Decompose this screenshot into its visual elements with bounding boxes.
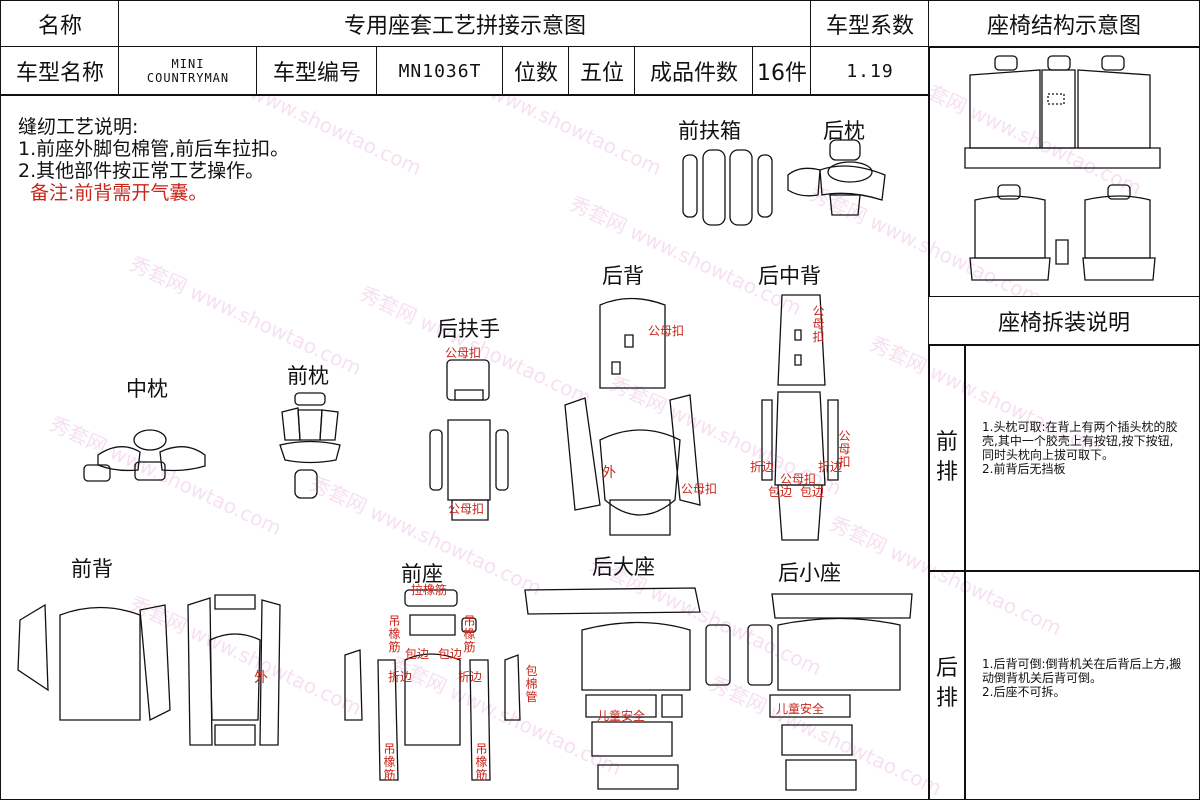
structure-title-cell: 座椅结构示意图	[928, 0, 1200, 48]
model-name-label-cell: 车型名称	[0, 46, 120, 96]
label-rear-middle-back: 后中背	[758, 264, 821, 288]
rear-big-seat-pieces	[525, 588, 730, 789]
front-row-label: 前排	[935, 430, 958, 485]
name-label-cell: 名称	[0, 0, 120, 48]
ann-outer-front-back: 外	[254, 670, 268, 686]
model-coef-label: 车型系数	[825, 14, 914, 39]
sewing-notes: 缝纫工艺说明: 1.前座外脚包棉管,前后车拉扣。 2.其他部件按正常工艺操作。 …	[18, 116, 289, 204]
name-label: 名称	[37, 14, 82, 39]
label-front-armrest-box: 前扶箱	[678, 119, 741, 143]
ann-fold-rear-middle-left: 折边	[750, 460, 775, 474]
rear-small-seat-pieces	[748, 594, 912, 790]
ann-wrap-rear-middle-left: 包边	[768, 485, 793, 499]
sewing-notes-heading: 缝纫工艺说明:	[18, 116, 139, 138]
label-rear-back: 后背	[602, 264, 644, 288]
pieces-value: 16件	[757, 61, 807, 86]
disassembly-title: 座椅拆装说明	[997, 311, 1130, 336]
pieces-value-cell: 16件	[752, 46, 812, 96]
model-code-label-cell: 车型编号	[256, 46, 378, 96]
ann-wrap-front-seat-left: 包边	[405, 647, 430, 661]
ann-wrap-foam-tube: 包棉管	[525, 664, 538, 704]
seats-value-cell: 五位	[568, 46, 636, 96]
ann-snap-rear-back: 公母扣	[648, 324, 685, 338]
label-rear-headrest: 后枕	[823, 119, 865, 143]
front-headrest-pieces	[280, 393, 340, 498]
rear-armrest-pieces	[430, 360, 508, 520]
ann-outer-rear-back: 外	[602, 465, 616, 481]
model-name-label: 车型名称	[15, 61, 104, 86]
model-name-value-line2: COUNTRYMAN	[146, 71, 230, 85]
ann-pull-rubber-front-seat: 拉橡筋	[411, 583, 448, 597]
ann-hang-rubber-left: 吊橡筋	[388, 614, 401, 654]
ann-child-safety-big-seat: 儿童安全	[597, 709, 646, 723]
sewing-notes-line2: 2.其他部件按正常工艺操作。	[18, 160, 265, 182]
model-code-value-cell: MN1036T	[376, 46, 504, 96]
seat-structure-thumbnail	[965, 56, 1160, 280]
ann-hang-rubber-bottom-right: 吊橡筋	[475, 742, 488, 782]
model-code-label: 车型编号	[272, 61, 361, 86]
front-armrest-box-pieces	[683, 150, 772, 225]
label-middle-headrest: 中枕	[126, 377, 168, 401]
rear-back-pieces	[565, 299, 700, 536]
model-coef-label-cell: 车型系数	[810, 0, 930, 48]
pieces-label-cell: 成品件数	[634, 46, 754, 96]
pieces-label: 成品件数	[649, 61, 738, 86]
model-name-value-cell: MINI COUNTRYMAN	[118, 46, 258, 96]
ann-snap-rear-middle-back-side: 公母扣	[838, 429, 851, 469]
ann-snap-rear-middle-back: 公母扣	[812, 304, 825, 344]
coefficient-value-cell: 1.19	[810, 46, 930, 96]
diagram-title: 专用座套工艺拼接示意图	[343, 14, 586, 39]
ann-fold-front-seat-left: 折边	[388, 670, 413, 684]
ann-fold-rear-middle-right: 折边	[818, 460, 843, 474]
disassembly-title-cell: 座椅拆装说明	[928, 296, 1200, 346]
label-front-seat: 前座	[401, 562, 443, 586]
coefficient-value: 1.19	[846, 60, 894, 82]
front-back-pieces	[18, 595, 280, 745]
rear-middle-back-pieces	[762, 295, 838, 540]
structure-title: 座椅结构示意图	[986, 14, 1141, 39]
label-rear-armrest: 后扶手	[437, 317, 500, 341]
label-front-back: 前背	[71, 557, 113, 581]
ann-snap-rear-armrest-bottom: 公母扣	[448, 502, 485, 516]
seats-label: 位数	[513, 61, 558, 86]
ann-wrap-rear-middle-right: 包边	[800, 485, 825, 499]
label-rear-small-seat: 后小座	[778, 561, 841, 585]
ann-snap-rear-armrest-top: 公母扣	[445, 346, 482, 360]
label-rear-big-seat: 后大座	[592, 555, 655, 579]
ann-fold-front-seat-right: 折边	[458, 670, 483, 684]
ann-snap-rear-back-lower: 公母扣	[681, 482, 718, 496]
model-code-value: MN1036T	[398, 60, 482, 82]
middle-headrest-pieces	[84, 430, 205, 481]
label-front-headrest: 前枕	[287, 364, 329, 388]
ann-wrap-front-seat-right: 包边	[438, 647, 463, 661]
front-row-label-cell	[928, 344, 966, 572]
rear-row-label: 后排	[935, 656, 958, 711]
front-row-text: 1.头枕可取:在背上有两个插头枕的胶壳,其中一个胶壳上有按钮,按下按钮,同时头枕…	[982, 420, 1178, 476]
ann-hang-rubber-bottom-left: 吊橡筋	[383, 742, 396, 782]
sewing-notes-remark: 备注:前背需开气囊。	[30, 182, 208, 204]
model-name-value-line1: MINI	[171, 57, 205, 71]
sewing-notes-line1: 1.前座外脚包棉管,前后车拉扣。	[18, 138, 290, 160]
rear-headrest-pieces	[788, 140, 885, 215]
seats-label-cell: 位数	[502, 46, 570, 96]
seats-value: 五位	[579, 61, 624, 86]
ann-hang-rubber-right: 吊橡筋	[463, 614, 476, 654]
ann-snap-rear-middle-center: 公母扣	[780, 472, 817, 486]
rear-row-text: 1.后背可倒:倒背机关在后背后上方,搬动倒背机关后背可倒。 2.后座不可拆。	[982, 657, 1182, 699]
ann-child-safety-small-seat: 儿童安全	[776, 702, 825, 716]
front-seat-pieces	[345, 590, 520, 780]
